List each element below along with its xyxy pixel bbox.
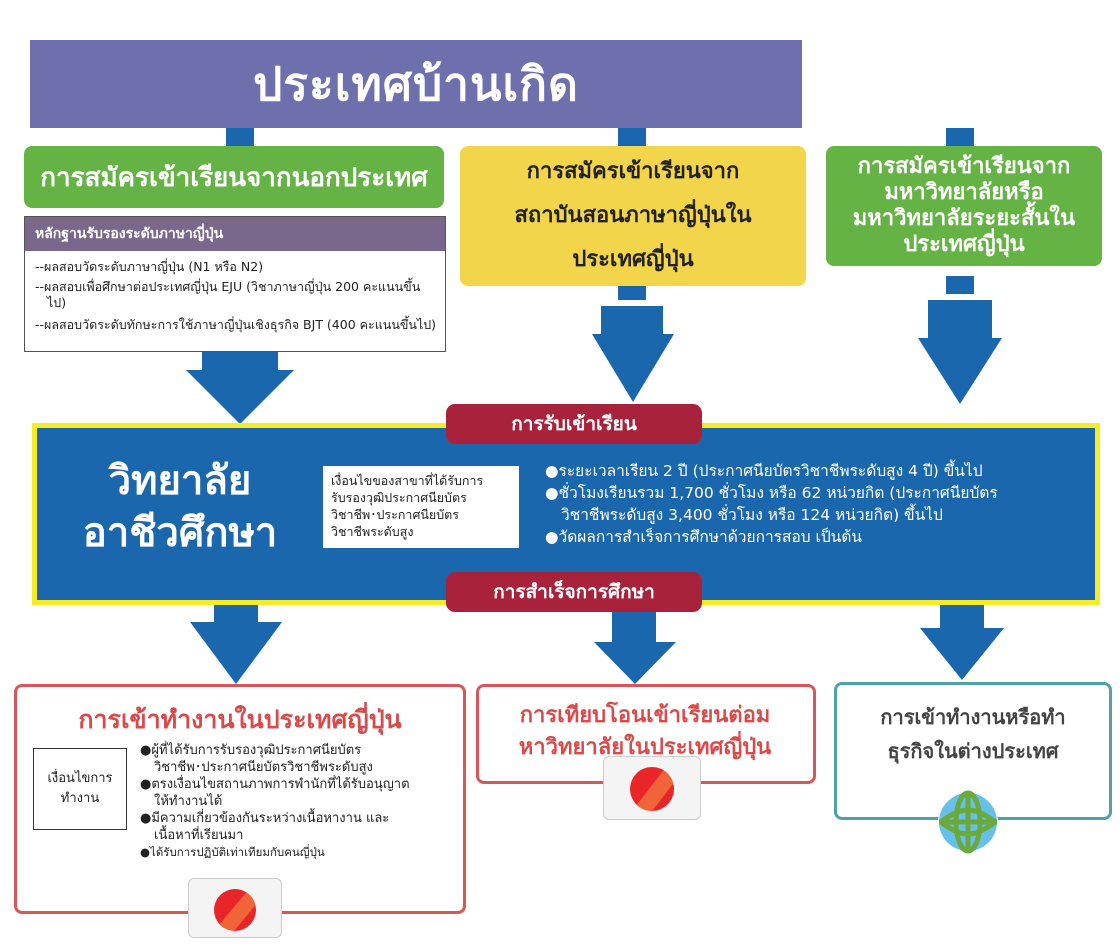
connector-right xyxy=(946,128,974,148)
path-university: การสมัครเข้าเรียนจาก มหาวิทยาลัยหรือ มหา… xyxy=(826,146,1102,266)
work-condition-item: ●ผู้ที่ได้รับการรับรองวุฒิประกาศนียบัตร xyxy=(140,743,362,758)
outcome-abroad-title: การเข้าทำงานหรือทำ ธุรกิจในต่างประเทศ xyxy=(834,700,1112,768)
outcome-transfer-box xyxy=(476,684,816,784)
path-language-school-line: การสมัครเข้าเรียนจาก xyxy=(526,159,740,184)
language-certification-box: หลักฐานรับรองระดับภาษาญี่ปุ่น --ผลสอบวัด… xyxy=(24,216,446,352)
arrow-right-lower xyxy=(920,628,1004,680)
work-condition-item: ให้ทำงานได้ xyxy=(154,794,223,809)
outcome-transfer-line: การเทียบโอนเข้าเรียนต่อม xyxy=(519,703,771,728)
college-name-line1: วิทยาลัย xyxy=(108,458,252,504)
outcome-abroad-line: การเข้าทำงานหรือทำ xyxy=(880,705,1066,729)
work-condition-item: ●ตรงเงื่อนไขสถานภาพการพำนักที่ได้รับอนุญ… xyxy=(140,777,410,792)
path-overseas: การสมัครเข้าเรียนจากนอกประเทศ xyxy=(24,146,444,208)
work-condition-label: เงื่อนไขการ ทำงาน xyxy=(33,748,127,830)
condition-line: วิชาชีพระดับสูง xyxy=(331,524,414,539)
requirement-item: ●วัดผลการสำเร็จการศึกษาด้วยการสอบ เป็นต้… xyxy=(545,528,862,546)
work-condition-item: ●ได้รับการปฏิบัติเท่าเทียมกับคนญี่ปุ่น xyxy=(140,845,325,859)
work-condition-item: วิชาชีพ･ประกาศนียบัตรวิชาชีพระดับสูง xyxy=(154,760,373,775)
work-condition-item: ●มีความเกี่ยวข้องกันระหว่างเนื้อหางาน แล… xyxy=(140,811,390,826)
college-condition-box: เงื่อนไขของสาขาที่ได้รับการ รับรองวุฒิปร… xyxy=(323,466,519,548)
arrow-right-down xyxy=(918,338,1002,404)
condition-line: เงื่อนไขของสาขาที่ได้รับการ xyxy=(331,473,484,488)
certification-item: --ผลสอบวัดระดับภาษาญี่ปุ่น (N1 หรือ N2) xyxy=(35,259,264,274)
path-university-line: ประเทศญี่ปุ่น xyxy=(903,232,1025,257)
outcome-abroad-line: ธุรกิจในต่างประเทศ xyxy=(887,739,1059,763)
college-name-line2: อาชีวศึกษา xyxy=(82,510,278,556)
work-condition-item: เนื้อหาที่เรียนมา xyxy=(154,828,244,843)
requirement-item: วิชาชีพระดับสูง 3,400 ชั่วโมง หรือ 124 ห… xyxy=(561,506,943,524)
work-condition-list: ●ผู้ที่ได้รับการรับรองวุฒิประกาศนียบัตร … xyxy=(140,742,460,861)
globe-icon xyxy=(936,790,1000,854)
graduation-label: การสำเร็จการศึกษา xyxy=(446,572,702,612)
condition-line: วิชาชีพ･ประกาศนียบัตร xyxy=(331,507,460,522)
condition-line: รับรองวุฒิประกาศนียบัตร xyxy=(331,490,467,505)
outcome-japan-work-title: การเข้าทำงานในประเทศญี่ปุ่น xyxy=(78,705,402,734)
outcome-japan-work-box xyxy=(14,684,466,914)
certification-item: --ผลสอบเพื่อศึกษาต่อประเทศญี่ปุ่น EJU (ว… xyxy=(35,279,421,294)
requirement-item: ●ระยะเวลาเรียน 2 ปี (ประกาศนียบัตรวิชาชี… xyxy=(545,462,983,480)
college-name: วิทยาลัย อาชีวศึกษา xyxy=(60,455,300,559)
path-university-line: การสมัครเข้าเรียนจาก xyxy=(857,154,1071,179)
certification-item: --ผลสอบวัดระดับทักษะการใช้ภาษาญี่ปุ่นเชิ… xyxy=(35,317,437,332)
requirement-item: ●ชั่วโมงเรียนรวม 1,700 ชั่วโมง หรือ 62 ห… xyxy=(545,484,998,502)
college-requirements: ●ระยะเวลาเรียน 2 ปี (ประกาศนียบัตรวิชาชี… xyxy=(545,460,1075,548)
connector-left xyxy=(226,128,254,148)
path-university-line: มหาวิทยาลัยระยะสั้นใน xyxy=(852,206,1076,231)
outcome-transfer-line: หาวิทยาลัยในประเทศญี่ปุ่น xyxy=(518,735,772,760)
arrow-left-lower xyxy=(190,622,282,684)
page-title: ประเทศบ้านเกิด xyxy=(30,40,802,128)
arrow-center-lower xyxy=(594,642,676,684)
japan-flag-icon xyxy=(188,878,282,938)
connector-center xyxy=(618,128,646,148)
path-language-school-line: สถาบันสอนภาษาญี่ปุ่นใน xyxy=(514,203,752,228)
arrow-center-down xyxy=(592,334,674,402)
path-language-school: การสมัครเข้าเรียนจาก สถาบันสอนภาษาญี่ปุ่… xyxy=(460,146,806,286)
japan-flag-icon xyxy=(603,756,701,820)
certification-item: ไป) xyxy=(47,295,67,310)
admission-label: การรับเข้าเรียน xyxy=(446,404,702,444)
work-condition-line: ทำงาน xyxy=(60,791,100,806)
path-language-school-line: ประเทศญี่ปุ่น xyxy=(572,247,694,272)
path-university-line: มหาวิทยาลัยหรือ xyxy=(884,180,1044,205)
work-condition-line: เงื่อนไขการ xyxy=(47,771,113,786)
arrow-left-down xyxy=(186,370,294,424)
outcome-transfer-title: การเทียบโอนเข้าเรียนต่อม หาวิทยาลัยในประ… xyxy=(478,700,812,764)
certification-heading: หลักฐานรับรองระดับภาษาญี่ปุ่น xyxy=(25,217,445,251)
